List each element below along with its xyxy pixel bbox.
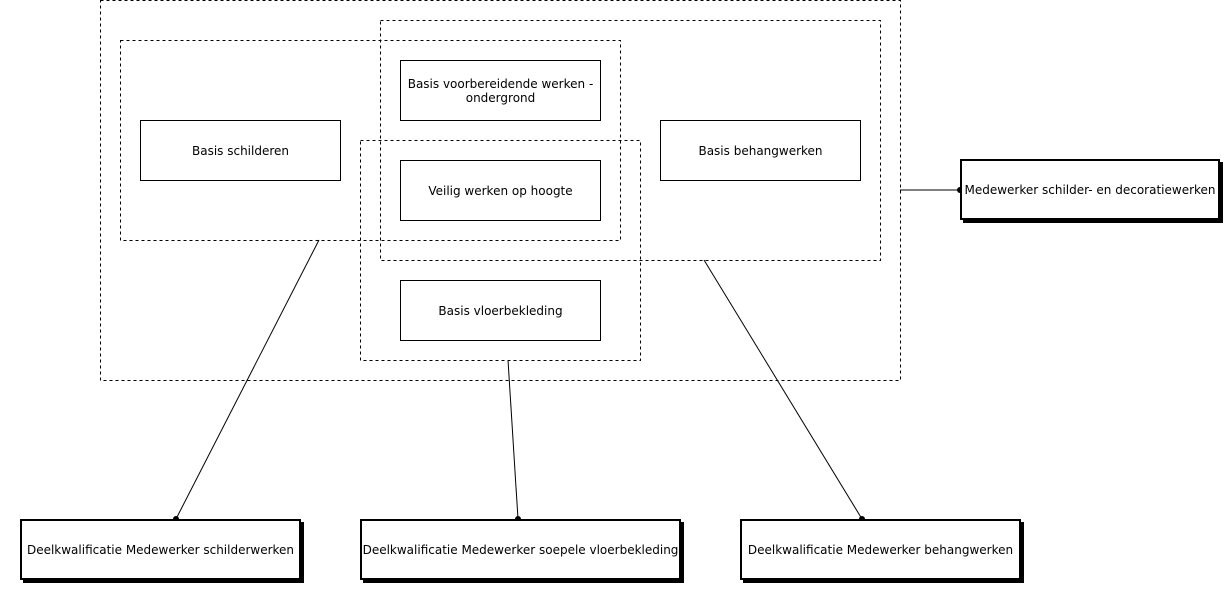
qualification-soepele-vloerbekleding: Deelkwalificatie Medewerker soepele vloe… [360, 519, 681, 580]
qualification-schilderwerken: Deelkwalificatie Medewerker schilderwerk… [20, 519, 301, 580]
module-basis-voorbereidende-werken: Basis voorbereidende werken - ondergrond [400, 60, 601, 121]
connector-vloerbekleding [507, 359, 519, 520]
connector-schilderwerken [175, 239, 320, 520]
group-vloerbekleding [360, 140, 641, 361]
connector-behangwerken [703, 259, 863, 520]
qualification-behangwerken: Deelkwalificatie Medewerker behangwerken [740, 519, 1021, 580]
module-basis-behangwerken: Basis behangwerken [660, 120, 861, 181]
module-basis-vloerbekleding: Basis vloerbekleding [400, 280, 601, 341]
group-behangwerken [380, 20, 881, 261]
qualification-medewerker-schilder-decoratie: Medewerker schilder- en decoratiewerken [960, 159, 1220, 220]
module-veilig-werken-op-hoogte: Veilig werken op hoogte [400, 160, 601, 221]
module-basis-schilderen: Basis schilderen [140, 120, 341, 181]
